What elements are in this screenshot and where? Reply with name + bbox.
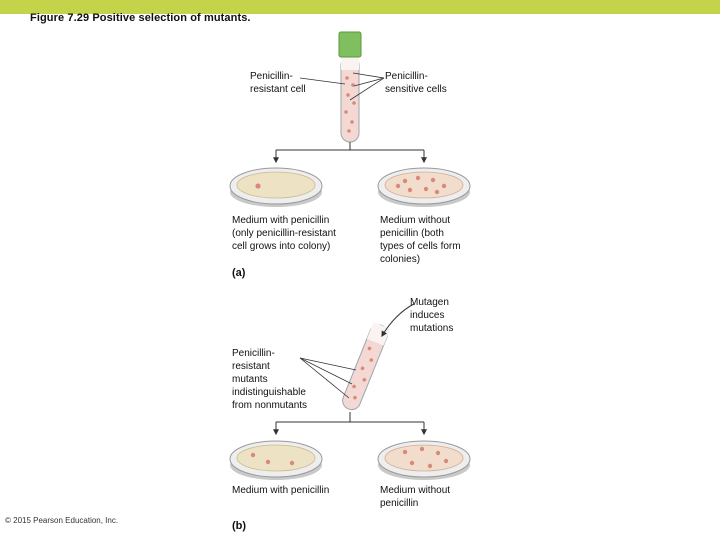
tube-cells-b — [352, 346, 374, 400]
branch-arrows-b — [273, 412, 427, 436]
sensitive-cells-label: Penicillin- sensitive cells — [385, 71, 447, 95]
colonies — [402, 446, 449, 469]
resistant-cell-label: Penicillin- resistant cell — [250, 71, 306, 95]
leader-lines-b — [299, 357, 357, 399]
left-plate-caption-b: Medium with penicillin — [232, 485, 330, 496]
top-accent-bar — [0, 0, 720, 14]
colonies — [395, 175, 447, 195]
resistant-mutants-label: Penicillin- resistant mutants indistingu… — [232, 348, 308, 411]
colonies — [250, 452, 295, 466]
copyright-notice: © 2015 Pearson Education, Inc. — [5, 516, 119, 525]
petri-dish-with-penicillin-b — [229, 440, 323, 480]
tube-cap — [338, 31, 362, 58]
colony — [255, 183, 261, 189]
left-plate-caption-a: Medium with penicillin (only penicillin-… — [232, 215, 336, 252]
part-label-b: (b) — [232, 520, 247, 532]
leader-lines-a — [299, 72, 385, 101]
petri-dish-without-penicillin-a — [377, 167, 471, 207]
petri-dish-with-penicillin-a — [229, 167, 323, 207]
test-tube-a — [338, 31, 362, 143]
mutagen-arrow — [381, 303, 415, 338]
part-label-a: (a) — [232, 267, 246, 279]
right-plate-caption-b: Medium without penicillin — [380, 485, 451, 509]
mutagen-label: Mutagen induces mutations — [410, 297, 454, 334]
petri-dish-without-penicillin-b — [377, 440, 471, 480]
figure-title: Figure 7.29 Positive selection of mutant… — [30, 12, 251, 24]
right-plate-caption-a: Medium without penicillin (both types of… — [380, 215, 461, 265]
branch-arrows-a — [273, 142, 427, 164]
tube-cells — [344, 76, 356, 133]
tilted-test-tube-b — [342, 322, 391, 411]
